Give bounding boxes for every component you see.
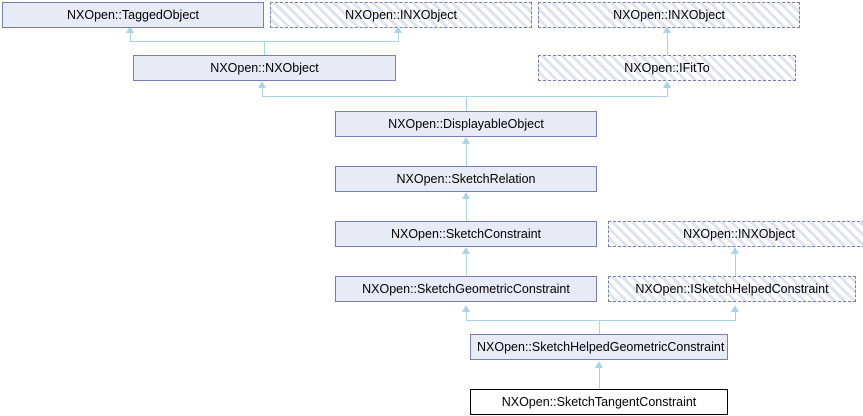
node-inxobject-mid-right[interactable]: NXOpen::INXObject [608, 221, 863, 247]
node-inxobject-top-mid[interactable]: NXOpen::INXObject [270, 2, 532, 28]
node-label-sketch-geometric-constraint: NXOpen::SketchGeometricConstraint [362, 282, 570, 296]
edge-isketchhelpedconstraint-to-inxobject-mid-right [735, 254, 736, 277]
node-tagged-object[interactable]: NXOpen::TaggedObject [2, 2, 264, 28]
edge-nxobject-riser [264, 41, 265, 55]
edge-sketchtangentconstraint-to-sketchhelpedgeometricconstraint [599, 368, 600, 391]
node-nxobject[interactable]: NXOpen::NXObject [133, 55, 396, 81]
arrowhead-sketchhelpedgeometricconstraint-to-isketchhelpedconstraint [731, 305, 739, 312]
node-label-inxobject-top-mid: NXOpen::INXObject [345, 8, 457, 22]
arrowhead-sketchconstraint-to-sketchrelation [462, 192, 470, 199]
node-isketch-helped-constraint[interactable]: NXOpen::ISketchHelpedConstraint [608, 276, 856, 302]
node-label-displayable-object: NXOpen::DisplayableObject [388, 117, 544, 131]
node-label-inxobject-mid-right: NXOpen::INXObject [683, 227, 795, 241]
node-sketch-helped-geometric-constraint[interactable]: NXOpen::SketchHelpedGeometricConstraint [470, 334, 728, 360]
edge-sketchhelpedgeometricconstraint-parents-bus [466, 320, 736, 321]
edge-displayableobject-parents-bus [262, 96, 668, 97]
arrowhead-nxobject-to-inxobject-top-mid [394, 26, 402, 33]
arrowhead-sketchhelpedgeometricconstraint-to-sketchgeometricconstraint [462, 305, 470, 312]
node-label-inxobject-top-right: NXOpen::INXObject [613, 8, 725, 22]
node-sketch-relation[interactable]: NXOpen::SketchRelation [335, 166, 597, 192]
node-label-sketch-constraint: NXOpen::SketchConstraint [390, 227, 542, 241]
edge-nxobject-to-taggedobject [130, 33, 131, 42]
node-label-isketch-helped-constraint: NXOpen::ISketchHelpedConstraint [635, 282, 829, 296]
node-sketch-constraint[interactable]: NXOpen::SketchConstraint [335, 221, 597, 247]
node-label-nxobject: NXOpen::NXObject [210, 61, 319, 75]
node-label-sketch-tangent-constraint: NXOpen::SketchTangentConstraint [501, 395, 697, 409]
node-sketch-tangent-constraint[interactable]: NXOpen::SketchTangentConstraint [470, 389, 728, 415]
arrowhead-displayableobject-to-nxobject [258, 81, 266, 88]
arrowhead-displayableobject-to-ifitto [663, 81, 671, 88]
edge-sketchhelpedgeometricconstraint-riser [599, 320, 600, 335]
edge-sketchconstraint-to-sketchrelation [466, 199, 467, 222]
edge-sketchhelpedgeometricconstraint-to-isketchhelpedconstraint [735, 312, 736, 321]
node-label-sketch-helped-geometric-constraint: NXOpen::SketchHelpedGeometricConstraint [477, 340, 725, 354]
edge-ifitto-to-inxobject-top-right [667, 33, 668, 55]
arrowhead-sketchgeometricconstraint-to-sketchconstraint [462, 247, 470, 254]
node-sketch-geometric-constraint[interactable]: NXOpen::SketchGeometricConstraint [335, 276, 597, 302]
arrowhead-isketchhelpedconstraint-to-inxobject-mid-right [731, 247, 739, 254]
edge-sketchhelpedgeometricconstraint-to-sketchgeometricconstraint [466, 312, 467, 321]
edge-nxobject-to-inxobject-top-mid [398, 33, 399, 42]
node-label-ifitto: NXOpen::IFitTo [624, 61, 710, 75]
edge-displayableobject-to-ifitto [667, 88, 668, 97]
arrowhead-nxobject-to-taggedobject [126, 26, 134, 33]
arrowhead-sketchrelation-to-displayableobject [462, 137, 470, 144]
node-label-tagged-object: NXOpen::TaggedObject [66, 8, 200, 22]
arrowhead-ifitto-to-inxobject-top-right [663, 26, 671, 33]
edge-displayableobject-riser [466, 96, 467, 111]
node-label-sketch-relation: NXOpen::SketchRelation [396, 172, 536, 186]
edge-sketchrelation-to-displayableobject [466, 144, 467, 167]
edge-displayableobject-to-nxobject [262, 88, 263, 97]
node-inxobject-top-right[interactable]: NXOpen::INXObject [538, 2, 800, 28]
arrowhead-sketchtangentconstraint-to-sketchhelpedgeometricconstraint [595, 361, 603, 368]
node-ifitto[interactable]: NXOpen::IFitTo [538, 55, 796, 81]
edge-sketchgeometricconstraint-to-sketchconstraint [466, 254, 467, 277]
node-displayable-object[interactable]: NXOpen::DisplayableObject [335, 111, 597, 137]
